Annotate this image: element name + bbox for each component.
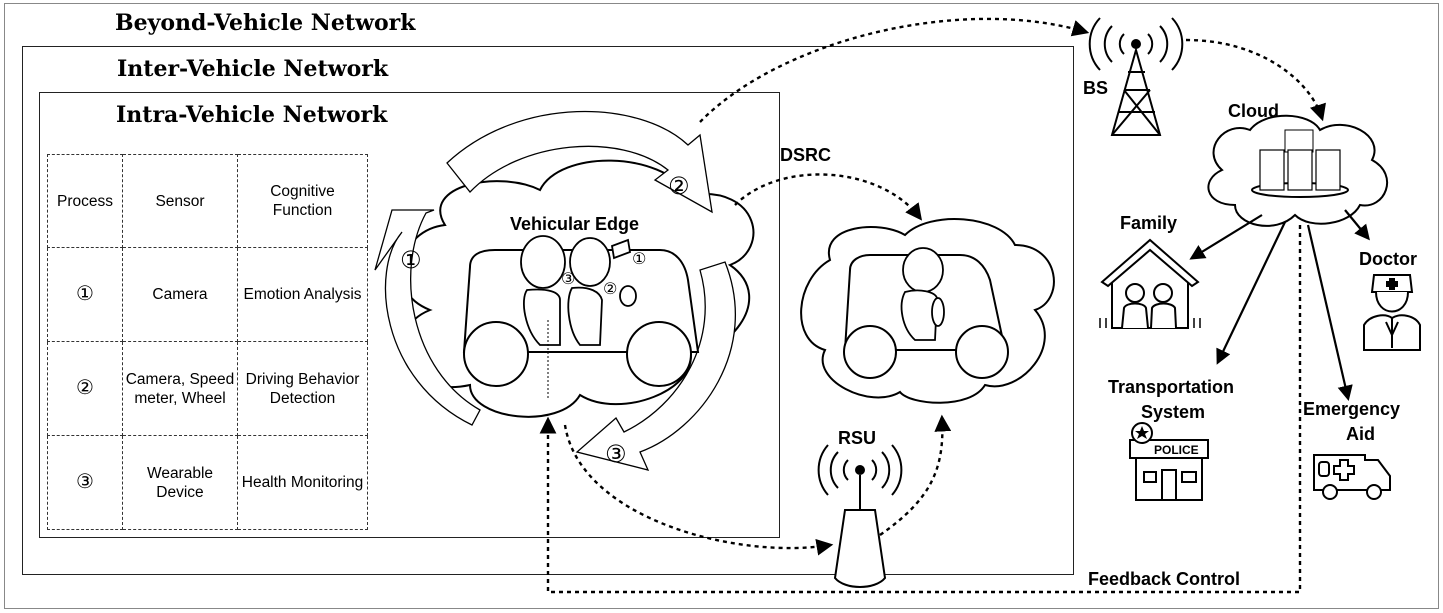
vehicular-edge-label: Vehicular Edge [510, 214, 639, 234]
sensor-cell: Camera [122, 247, 238, 342]
feedback-control-label: Feedback Control [1088, 569, 1241, 589]
beyond-vehicle-title: Beyond-Vehicle Network [115, 10, 416, 36]
dsrc-label: DSRC [780, 145, 832, 165]
rsu-to-vehicle-link [879, 414, 952, 536]
intra-vehicle-frame [39, 92, 780, 538]
dsrc-link [734, 173, 923, 221]
function-cell: Health Monitoring [237, 435, 368, 530]
function-cell: Driving Behavior Detection [237, 341, 368, 436]
driver-step-numbers: ① ② ③ [561, 249, 646, 298]
table-header-row: Process Sensor Cognitive Function [47, 154, 368, 248]
camera-step-1: ① [632, 249, 646, 268]
cloud-server-icon [1207, 114, 1389, 227]
police-sign-text: POLICE [1154, 443, 1199, 457]
house-icon [1099, 238, 1201, 329]
cloud-to-ambulance-link [1306, 224, 1353, 402]
table-row: ① Camera Emotion Analysis [47, 247, 368, 342]
cycle-arrow-1 [374, 209, 481, 426]
rsu-antenna-icon [817, 444, 903, 588]
bs-label: BS [1083, 78, 1109, 98]
header-sensor: Sensor [122, 154, 238, 248]
sensor-cell: Camera, Speed meter, Wheel [122, 341, 238, 436]
process-table: Process Sensor Cognitive Function ① Came… [47, 154, 368, 530]
remote-driver-icon [900, 247, 945, 341]
cycle-numbers: ① ② ③ [400, 172, 690, 468]
remote-car-icon [843, 254, 1009, 379]
emergency-label-line1: Emergency [1303, 399, 1401, 419]
cloud-label: Cloud [1228, 101, 1279, 121]
process-number: ② [47, 341, 123, 436]
inter-vehicle-title: Inter-Vehicle Network [117, 56, 389, 82]
cycle-arrow-2 [446, 110, 713, 214]
edge-to-rsu-link [563, 424, 834, 556]
beyond-vehicle-frame [4, 3, 1439, 609]
header-function: Cognitive Function [237, 154, 368, 248]
doctor-label: Doctor [1359, 249, 1417, 269]
cloud-to-doctor-link [1344, 209, 1370, 241]
police-station-icon: POLICE [1129, 422, 1209, 501]
dashed-links [563, 17, 1326, 556]
antenna-tower-icon [1088, 17, 1184, 136]
table-row: ③ Wearable Device Health Monitoring [47, 435, 368, 530]
doctor-icon [1363, 274, 1421, 351]
cycle-step-3: ③ [605, 440, 627, 468]
cycle-step-1: ① [400, 246, 422, 274]
rsu-label: RSU [838, 428, 877, 448]
intra-vehicle-title: Intra-Vehicle Network [116, 102, 388, 128]
bs-to-cloud-link [1185, 38, 1326, 122]
ambulance-icon [1313, 454, 1391, 500]
sensor-cell: Wearable Device [122, 435, 238, 530]
cloud-to-police-link [1216, 221, 1286, 365]
speed-step-2: ② [603, 279, 617, 298]
cycle-arrows [374, 110, 736, 471]
family-label: Family [1120, 213, 1178, 233]
transport-label-line2: System [1141, 402, 1206, 422]
emergency-label-line2: Aid [1346, 424, 1375, 444]
transport-label-line1: Transportation [1108, 377, 1235, 397]
function-cell: Emotion Analysis [237, 247, 368, 342]
driver-icon [520, 235, 637, 346]
edge-to-bs-link [699, 17, 1090, 123]
cloud-to-family-link [1189, 214, 1263, 260]
cycle-step-2: ② [668, 172, 690, 200]
table-row: ② Camera, Speed meter, Wheel Driving Beh… [47, 341, 368, 436]
wearable-step-3: ③ [561, 269, 575, 288]
cloud-links [1189, 209, 1370, 402]
cycle-arrow-3 [575, 261, 736, 471]
